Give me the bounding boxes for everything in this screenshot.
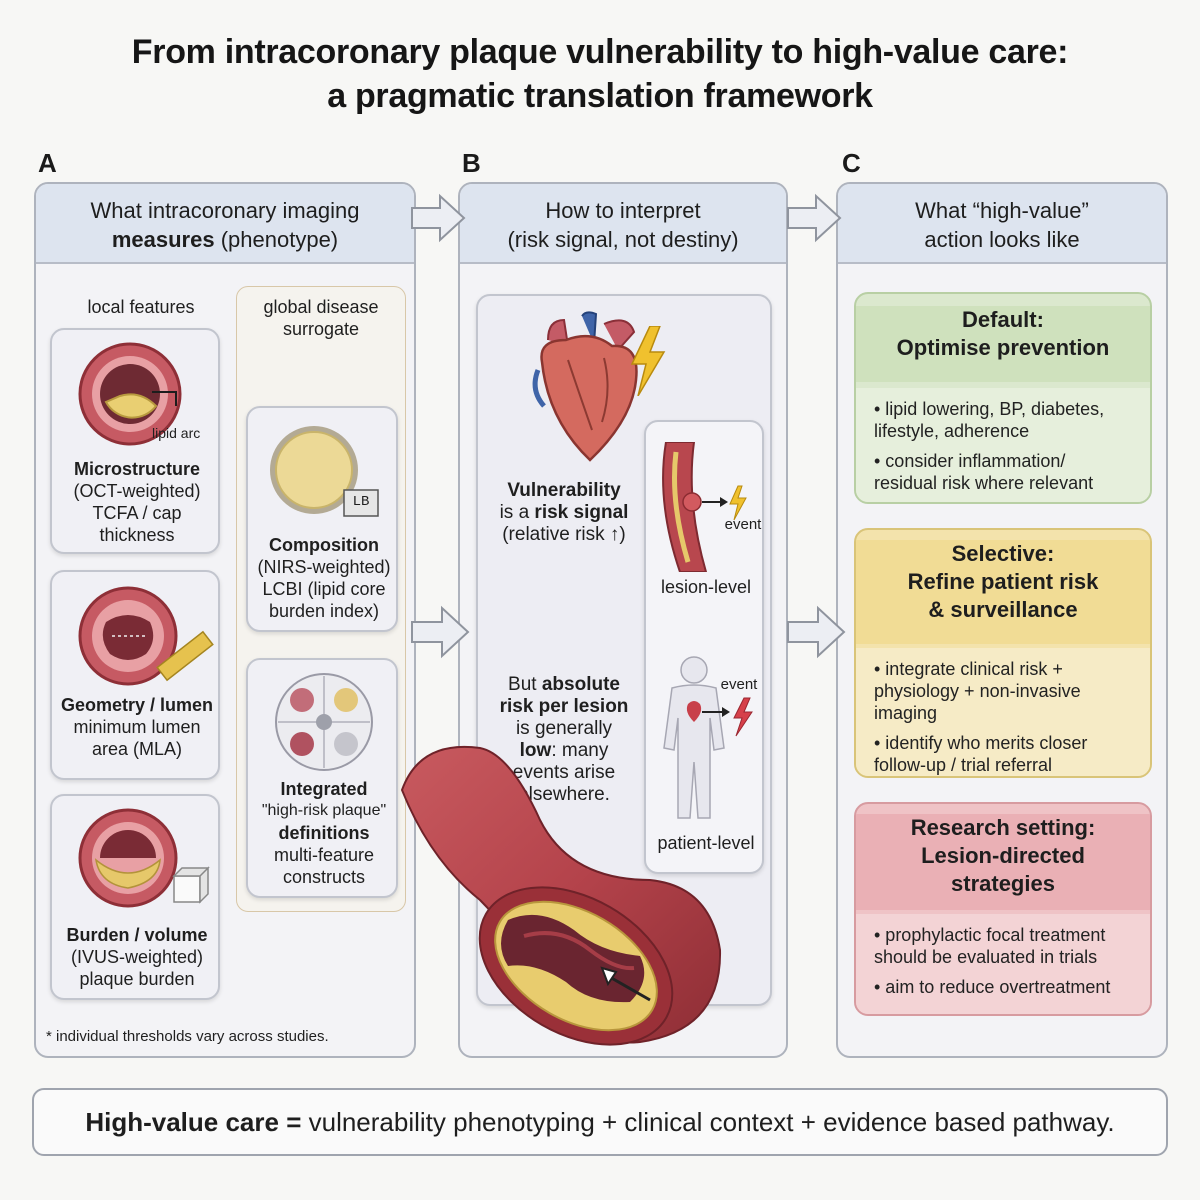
patient-event-label: event — [720, 676, 758, 693]
microstructure-text: Microstructure (OCT-weighted) TCFA / cap… — [73, 459, 201, 545]
composition-card: LB Composition (NIRS-weighted) LCBI (lip… — [246, 406, 398, 632]
high-value-care-summary: High-value care = vulnerability phenotyp… — [32, 1088, 1168, 1156]
column-c-letter: C — [842, 148, 861, 178]
default-action-box: Default: Optimise prevention • lipid low… — [854, 292, 1152, 504]
title-line-2: a pragmatic translation framework — [327, 77, 873, 115]
absolute-risk-statement: But absolute risk per lesion is generall… — [499, 674, 629, 805]
header-arrow-b-to-c — [787, 193, 842, 243]
global-surrogate-label: global disease surrogate — [263, 297, 379, 339]
research-action-title: Research setting: Lesion-directed strate… — [856, 814, 1150, 910]
local-features-label: local features — [87, 297, 195, 317]
geometry-card: Geometry / lumen minimum lumen area (MLA… — [50, 570, 220, 780]
integrated-text: Integrated "high-risk plaque" definition… — [261, 779, 387, 887]
page-title: From intracoronary plaque vulnerability … — [0, 30, 1200, 118]
lightning-icon — [630, 326, 666, 396]
selective-action-box: Selective: Refine patient risk & surveil… — [854, 528, 1152, 778]
lesion-vessel-icon — [662, 442, 747, 572]
default-action-bullets: • lipid lowering, BP, diabetes,lifestyle… — [856, 388, 1150, 502]
column-c-header: What “high-value” action looks like — [838, 184, 1166, 264]
selective-action-bullets: • integrate clinical risk +physiology + … — [856, 648, 1150, 776]
interpretation-card: Vulnerability is a risk signal (relative… — [476, 294, 772, 1006]
integrated-card: Integrated "high-risk plaque" definition… — [246, 658, 398, 898]
burden-card: Burden / volume (IVUS-weighted) plaque b… — [50, 794, 220, 1000]
lumen-ruler-icon — [78, 586, 214, 686]
column-b-letter: B — [462, 148, 481, 178]
thresholds-footnote: * individual thresholds vary across stud… — [46, 1028, 329, 1045]
lcbi-box-label: LB — [352, 494, 370, 510]
selective-action-title: Selective: Refine patient risk & surveil… — [856, 540, 1150, 644]
risk-level-card: event lesion-level event patient-level — [644, 420, 764, 874]
microstructure-card: lipid arc Microstructure (OCT-weighted) … — [50, 328, 220, 554]
coronary-vessel-illustration — [400, 746, 722, 1046]
title-line-1: From intracoronary plaque vulnerability … — [131, 33, 1069, 71]
mid-arrow-a-to-b — [411, 605, 470, 659]
column-a-letter: A — [38, 148, 57, 178]
lipid-arc-callout: lipid arc — [152, 425, 201, 441]
heart-icon — [532, 311, 638, 462]
default-action-title: Default: Optimise prevention — [856, 306, 1150, 382]
geometry-text: Geometry / lumen minimum lumen area (MLA… — [60, 695, 214, 759]
header-arrow-a-to-b — [411, 193, 466, 243]
lesion-event-label: event — [724, 516, 762, 533]
lesion-level-label: lesion-level — [660, 577, 752, 597]
patient-body-icon — [663, 656, 753, 819]
oct-cross-section-icon — [78, 342, 182, 446]
mid-arrow-b-to-c — [787, 605, 846, 659]
column-b-header: How to interpret (risk signal, not desti… — [460, 184, 786, 264]
plaque-burden-icon — [78, 808, 210, 908]
column-a-header: What intracoronary imaging measures (phe… — [36, 184, 414, 264]
research-action-box: Research setting: Lesion-directed strate… — [854, 802, 1152, 1016]
column-a-panel: What intracoronary imaging measures (phe… — [34, 182, 416, 1058]
column-c-panel: What “high-value” action looks like Defa… — [836, 182, 1168, 1058]
lipid-core-icon — [270, 426, 379, 517]
composition-text: Composition (NIRS-weighted) LCBI (lipid … — [257, 535, 391, 621]
patient-level-label: patient-level — [657, 833, 755, 853]
burden-text: Burden / volume (IVUS-weighted) plaque b… — [66, 925, 208, 989]
multi-feature-icon — [275, 673, 373, 771]
vulnerability-statement: Vulnerability is a risk signal (relative… — [499, 480, 629, 545]
